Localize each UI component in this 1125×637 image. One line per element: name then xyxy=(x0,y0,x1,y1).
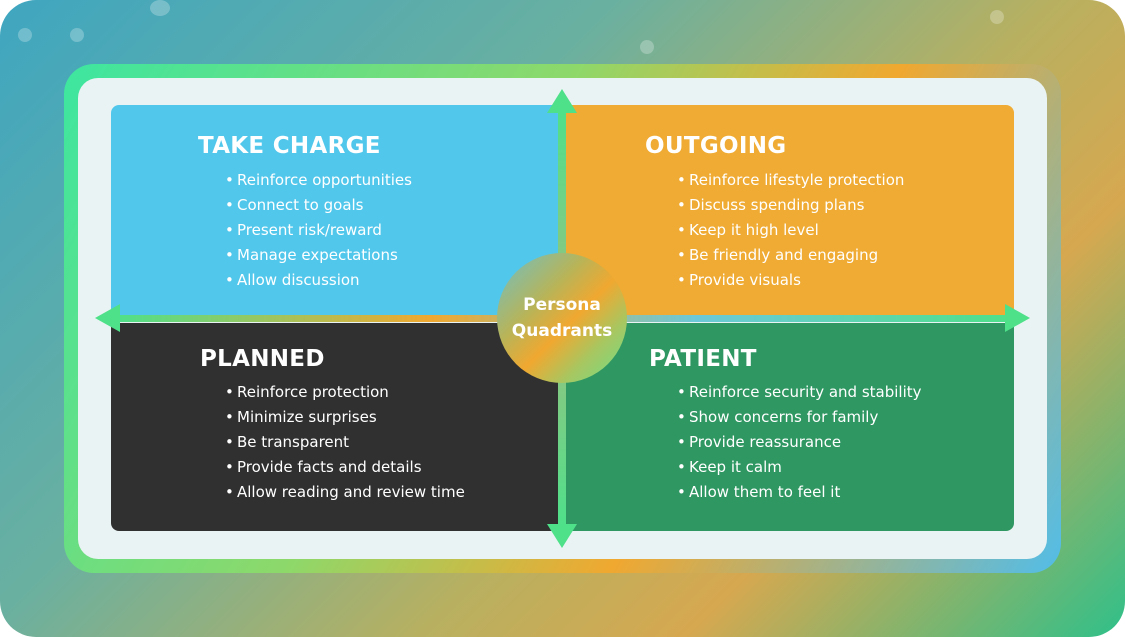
list-item: Keep it high level xyxy=(689,218,904,243)
bokeh-light xyxy=(990,10,1004,24)
list-item: Reinforce security and stability xyxy=(689,380,922,405)
quadrant-take-charge: TAKE CHARGE Reinforce opportunities Conn… xyxy=(111,105,558,319)
list-item: Allow them to feel it xyxy=(689,480,922,505)
bokeh-light xyxy=(150,0,170,16)
list-item: Provide visuals xyxy=(689,268,904,293)
list-item: Be transparent xyxy=(237,430,465,455)
quadrant-list: Reinforce security and stability Show co… xyxy=(689,380,922,505)
quadrant-title: PLANNED xyxy=(200,346,325,372)
list-item: Provide facts and details xyxy=(237,455,465,480)
arrow-left-icon xyxy=(95,304,120,332)
list-item: Minimize surprises xyxy=(237,405,465,430)
list-item: Provide reassurance xyxy=(689,430,922,455)
list-item: Reinforce lifestyle protection xyxy=(689,168,904,193)
arrow-up-icon xyxy=(547,89,577,113)
list-item: Manage expectations xyxy=(237,243,412,268)
list-item: Allow reading and review time xyxy=(237,480,465,505)
list-item: Connect to goals xyxy=(237,193,412,218)
quadrant-list: Reinforce protection Minimize surprises … xyxy=(237,380,465,505)
bokeh-light xyxy=(640,40,654,54)
quadrant-outgoing: OUTGOING Reinforce lifestyle protection … xyxy=(566,105,1014,319)
bokeh-light xyxy=(18,28,32,42)
arrow-right-icon xyxy=(1005,304,1030,332)
bokeh-light xyxy=(70,28,84,42)
center-label-line1: Persona xyxy=(523,295,601,315)
center-circle: Persona Quadrants xyxy=(497,253,627,383)
quadrant-list: Reinforce lifestyle protection Discuss s… xyxy=(689,168,904,293)
list-item: Reinforce opportunities xyxy=(237,168,412,193)
quadrant-title: OUTGOING xyxy=(645,133,787,159)
list-item: Present risk/reward xyxy=(237,218,412,243)
quadrant-list: Reinforce opportunities Connect to goals… xyxy=(237,168,412,293)
list-item: Allow discussion xyxy=(237,268,412,293)
quadrant-title: PATIENT xyxy=(649,346,757,372)
arrow-down-icon xyxy=(547,524,577,548)
quadrant-planned: PLANNED Reinforce protection Minimize su… xyxy=(111,323,558,531)
list-item: Be friendly and engaging xyxy=(689,243,904,268)
list-item: Keep it calm xyxy=(689,455,922,480)
quadrant-title: TAKE CHARGE xyxy=(198,133,381,159)
list-item: Discuss spending plans xyxy=(689,193,904,218)
center-label-line2: Quadrants xyxy=(511,321,613,341)
quadrant-patient: PATIENT Reinforce security and stability… xyxy=(566,323,1014,531)
list-item: Show concerns for family xyxy=(689,405,922,430)
list-item: Reinforce protection xyxy=(237,380,465,405)
